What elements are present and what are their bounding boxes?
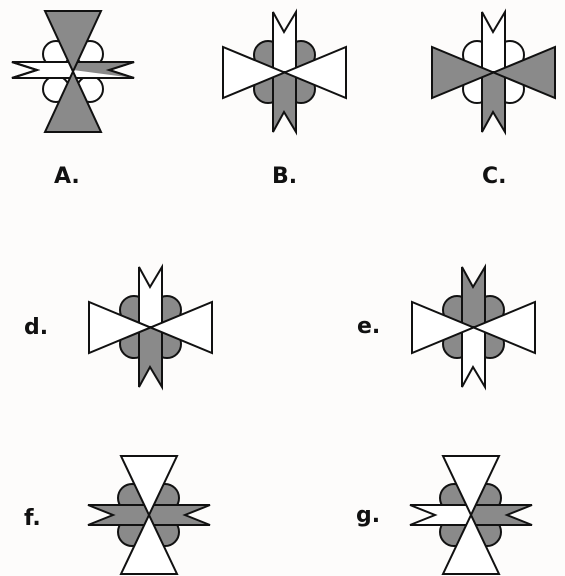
option-label-d: d. (24, 317, 48, 339)
option-label-g: g. (356, 505, 380, 527)
option-label-c: C. (482, 166, 507, 188)
option-label-f: f. (24, 508, 41, 530)
option-label-e: e. (357, 316, 380, 338)
option-label-a: A. (54, 166, 80, 188)
figure-option-g (408, 455, 534, 575)
figure-option-b (222, 10, 348, 134)
option-label-b: B. (272, 166, 297, 188)
figure-option-d (88, 265, 214, 389)
figure-option-c (431, 10, 557, 134)
figure-option-a (10, 10, 136, 134)
figure-option-e (411, 265, 537, 389)
figure-option-f (86, 455, 212, 575)
